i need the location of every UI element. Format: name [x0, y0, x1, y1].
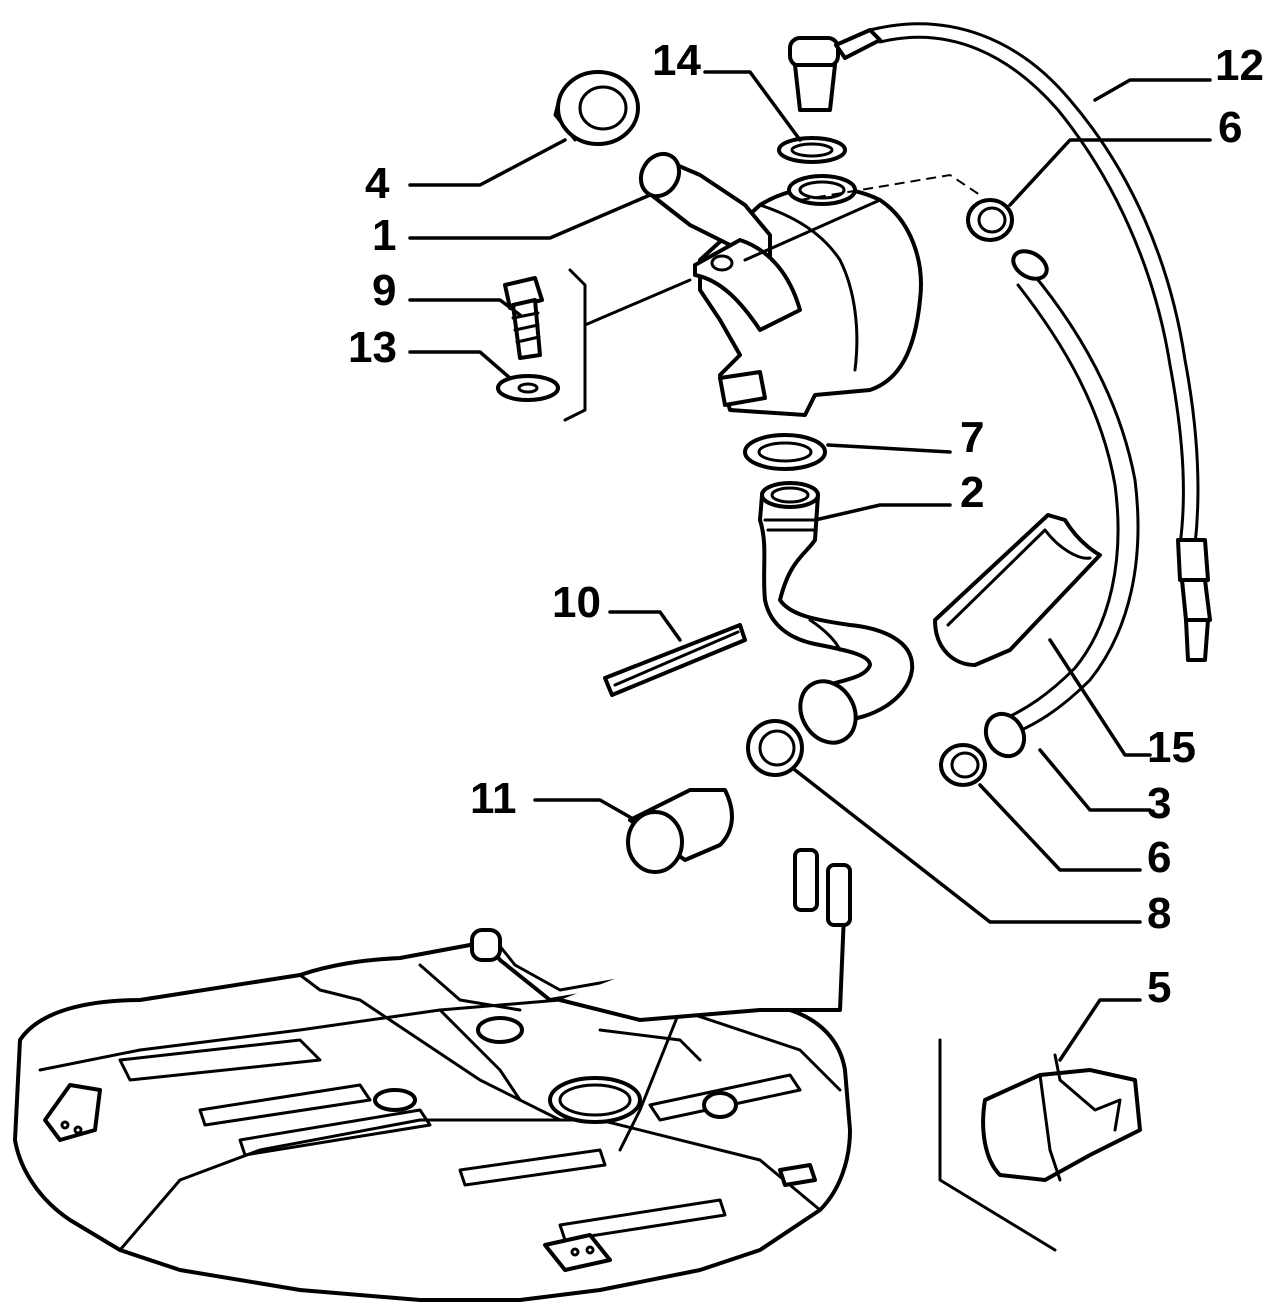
retaining-clip [938, 1038, 1142, 1252]
callout-1: 1 [372, 211, 396, 260]
grommet [626, 788, 734, 874]
callout-11: 11 [470, 774, 517, 823]
hose-clamp-upper [966, 198, 1014, 242]
callout-9: 9 [372, 266, 396, 315]
pipe-clamp [746, 719, 804, 777]
filler-neck-housing [638, 151, 981, 417]
callout-8: 8 [1147, 889, 1171, 938]
vent-valve [788, 28, 882, 112]
foam-strip [603, 623, 747, 697]
valve-seal [777, 136, 847, 164]
callout-4: 4 [365, 159, 390, 208]
callout-numbers: 4 1 9 13 14 12 6 7 2 10 11 15 3 6 8 5 [348, 36, 1264, 1012]
filler-pipe [758, 481, 915, 745]
callout-12: 12 [1215, 41, 1264, 90]
cap-ring [553, 70, 640, 146]
callout-7: 7 [960, 413, 984, 462]
fuel-tank [13, 848, 852, 1302]
callout-15: 15 [1147, 723, 1196, 772]
callout-10: 10 [552, 578, 601, 627]
washer [496, 374, 560, 402]
callout-6-upper: 6 [1218, 103, 1242, 152]
vent-hose [868, 22, 1212, 662]
callout-2: 2 [960, 468, 984, 517]
group-bracket [563, 268, 692, 422]
breather-hose [983, 249, 1140, 759]
callout-13: 13 [348, 323, 397, 372]
protective-shield [933, 513, 1102, 667]
screw [503, 276, 544, 360]
hose-clamp-lower [939, 743, 987, 787]
callout-14: 14 [652, 36, 701, 85]
callout-6-lower: 6 [1147, 833, 1171, 882]
leader-lines [408, 70, 1212, 1062]
callout-3: 3 [1147, 779, 1171, 828]
lock-ring [743, 433, 827, 471]
callout-5: 5 [1147, 963, 1171, 1012]
